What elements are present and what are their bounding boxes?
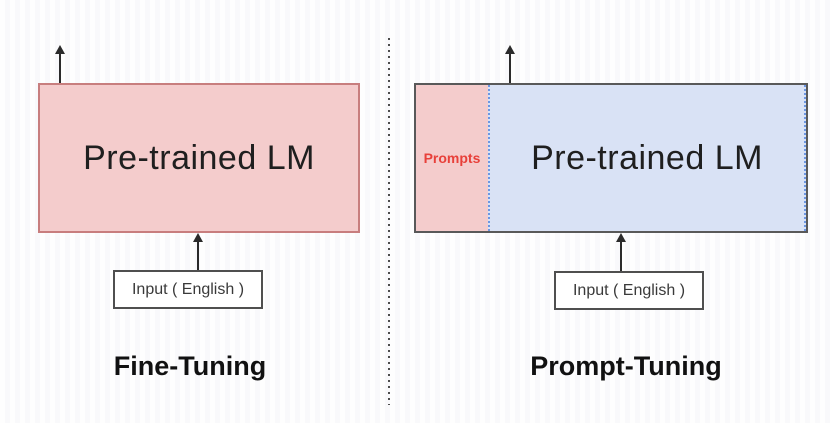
- pretrained-lm-region-right: Pre-trained LM: [488, 85, 806, 231]
- prompts-strip: Prompts: [416, 85, 488, 231]
- input-box-label-right: Input ( English ): [572, 281, 686, 299]
- prompts-label: Prompts: [423, 150, 481, 166]
- input-box-label-left: Input ( English ): [131, 280, 245, 298]
- input-box-right: Input ( English ): [554, 271, 704, 310]
- pretrained-lm-label-left: Pre-trained LM: [83, 138, 315, 177]
- pretrained-lm-box-left: Pre-trained LM: [38, 83, 360, 233]
- input-arrow-right: [615, 233, 627, 271]
- fine-tuning-caption: Fine-Tuning: [113, 351, 267, 381]
- dotted-separator: [388, 38, 390, 405]
- input-box-left: Input ( English ): [113, 270, 263, 309]
- pretrained-lm-label-right: Pre-trained LM: [531, 138, 763, 177]
- output-arrow-right: [504, 45, 516, 83]
- input-arrow-left: [192, 233, 204, 270]
- prompt-tuning-caption: Prompt-Tuning: [530, 351, 722, 381]
- pretrained-lm-box-right: Prompts Pre-trained LM: [414, 83, 808, 233]
- output-arrow-left: [54, 45, 66, 83]
